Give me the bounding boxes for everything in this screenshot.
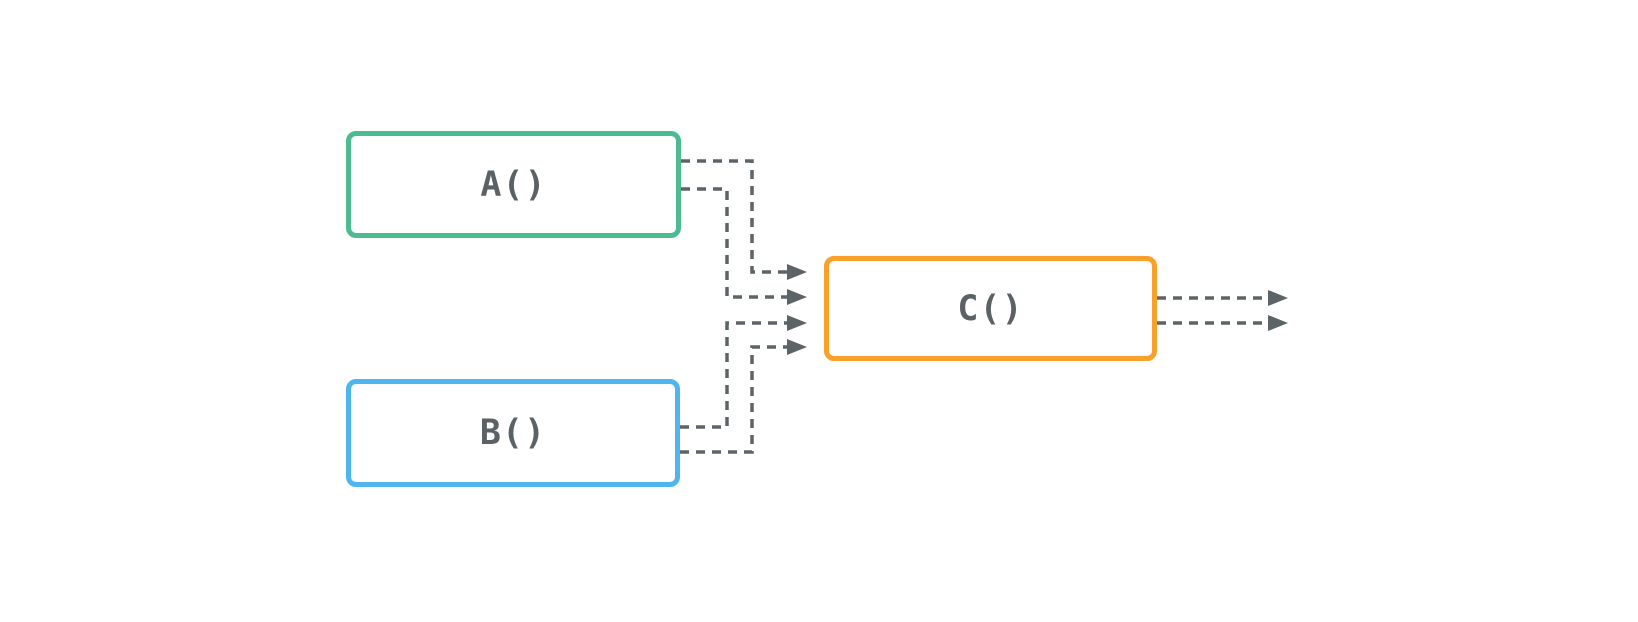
- edge-b-to-c-1: [680, 321, 787, 429]
- arrowhead-b-to-c-1: [787, 315, 807, 331]
- arrowhead-c-output-2: [1268, 315, 1288, 331]
- arrowhead-a-to-c-1: [787, 264, 807, 280]
- arrowhead-a-to-c-2: [787, 289, 807, 305]
- edge-group: [680, 159, 1288, 454]
- node-c: C(): [824, 256, 1157, 361]
- node-b: B(): [346, 379, 680, 487]
- edge-b-to-c-2: [680, 345, 787, 454]
- node-c-label: C(): [957, 288, 1024, 329]
- edge-a-to-c-2: [681, 187, 787, 299]
- node-a: A(): [346, 131, 681, 238]
- arrowhead-c-output-1: [1268, 290, 1288, 306]
- arrowhead-b-to-c-2: [787, 339, 807, 355]
- node-b-label: B(): [479, 413, 547, 453]
- node-a-label: A(): [480, 164, 547, 205]
- edge-a-to-c-1: [681, 159, 787, 274]
